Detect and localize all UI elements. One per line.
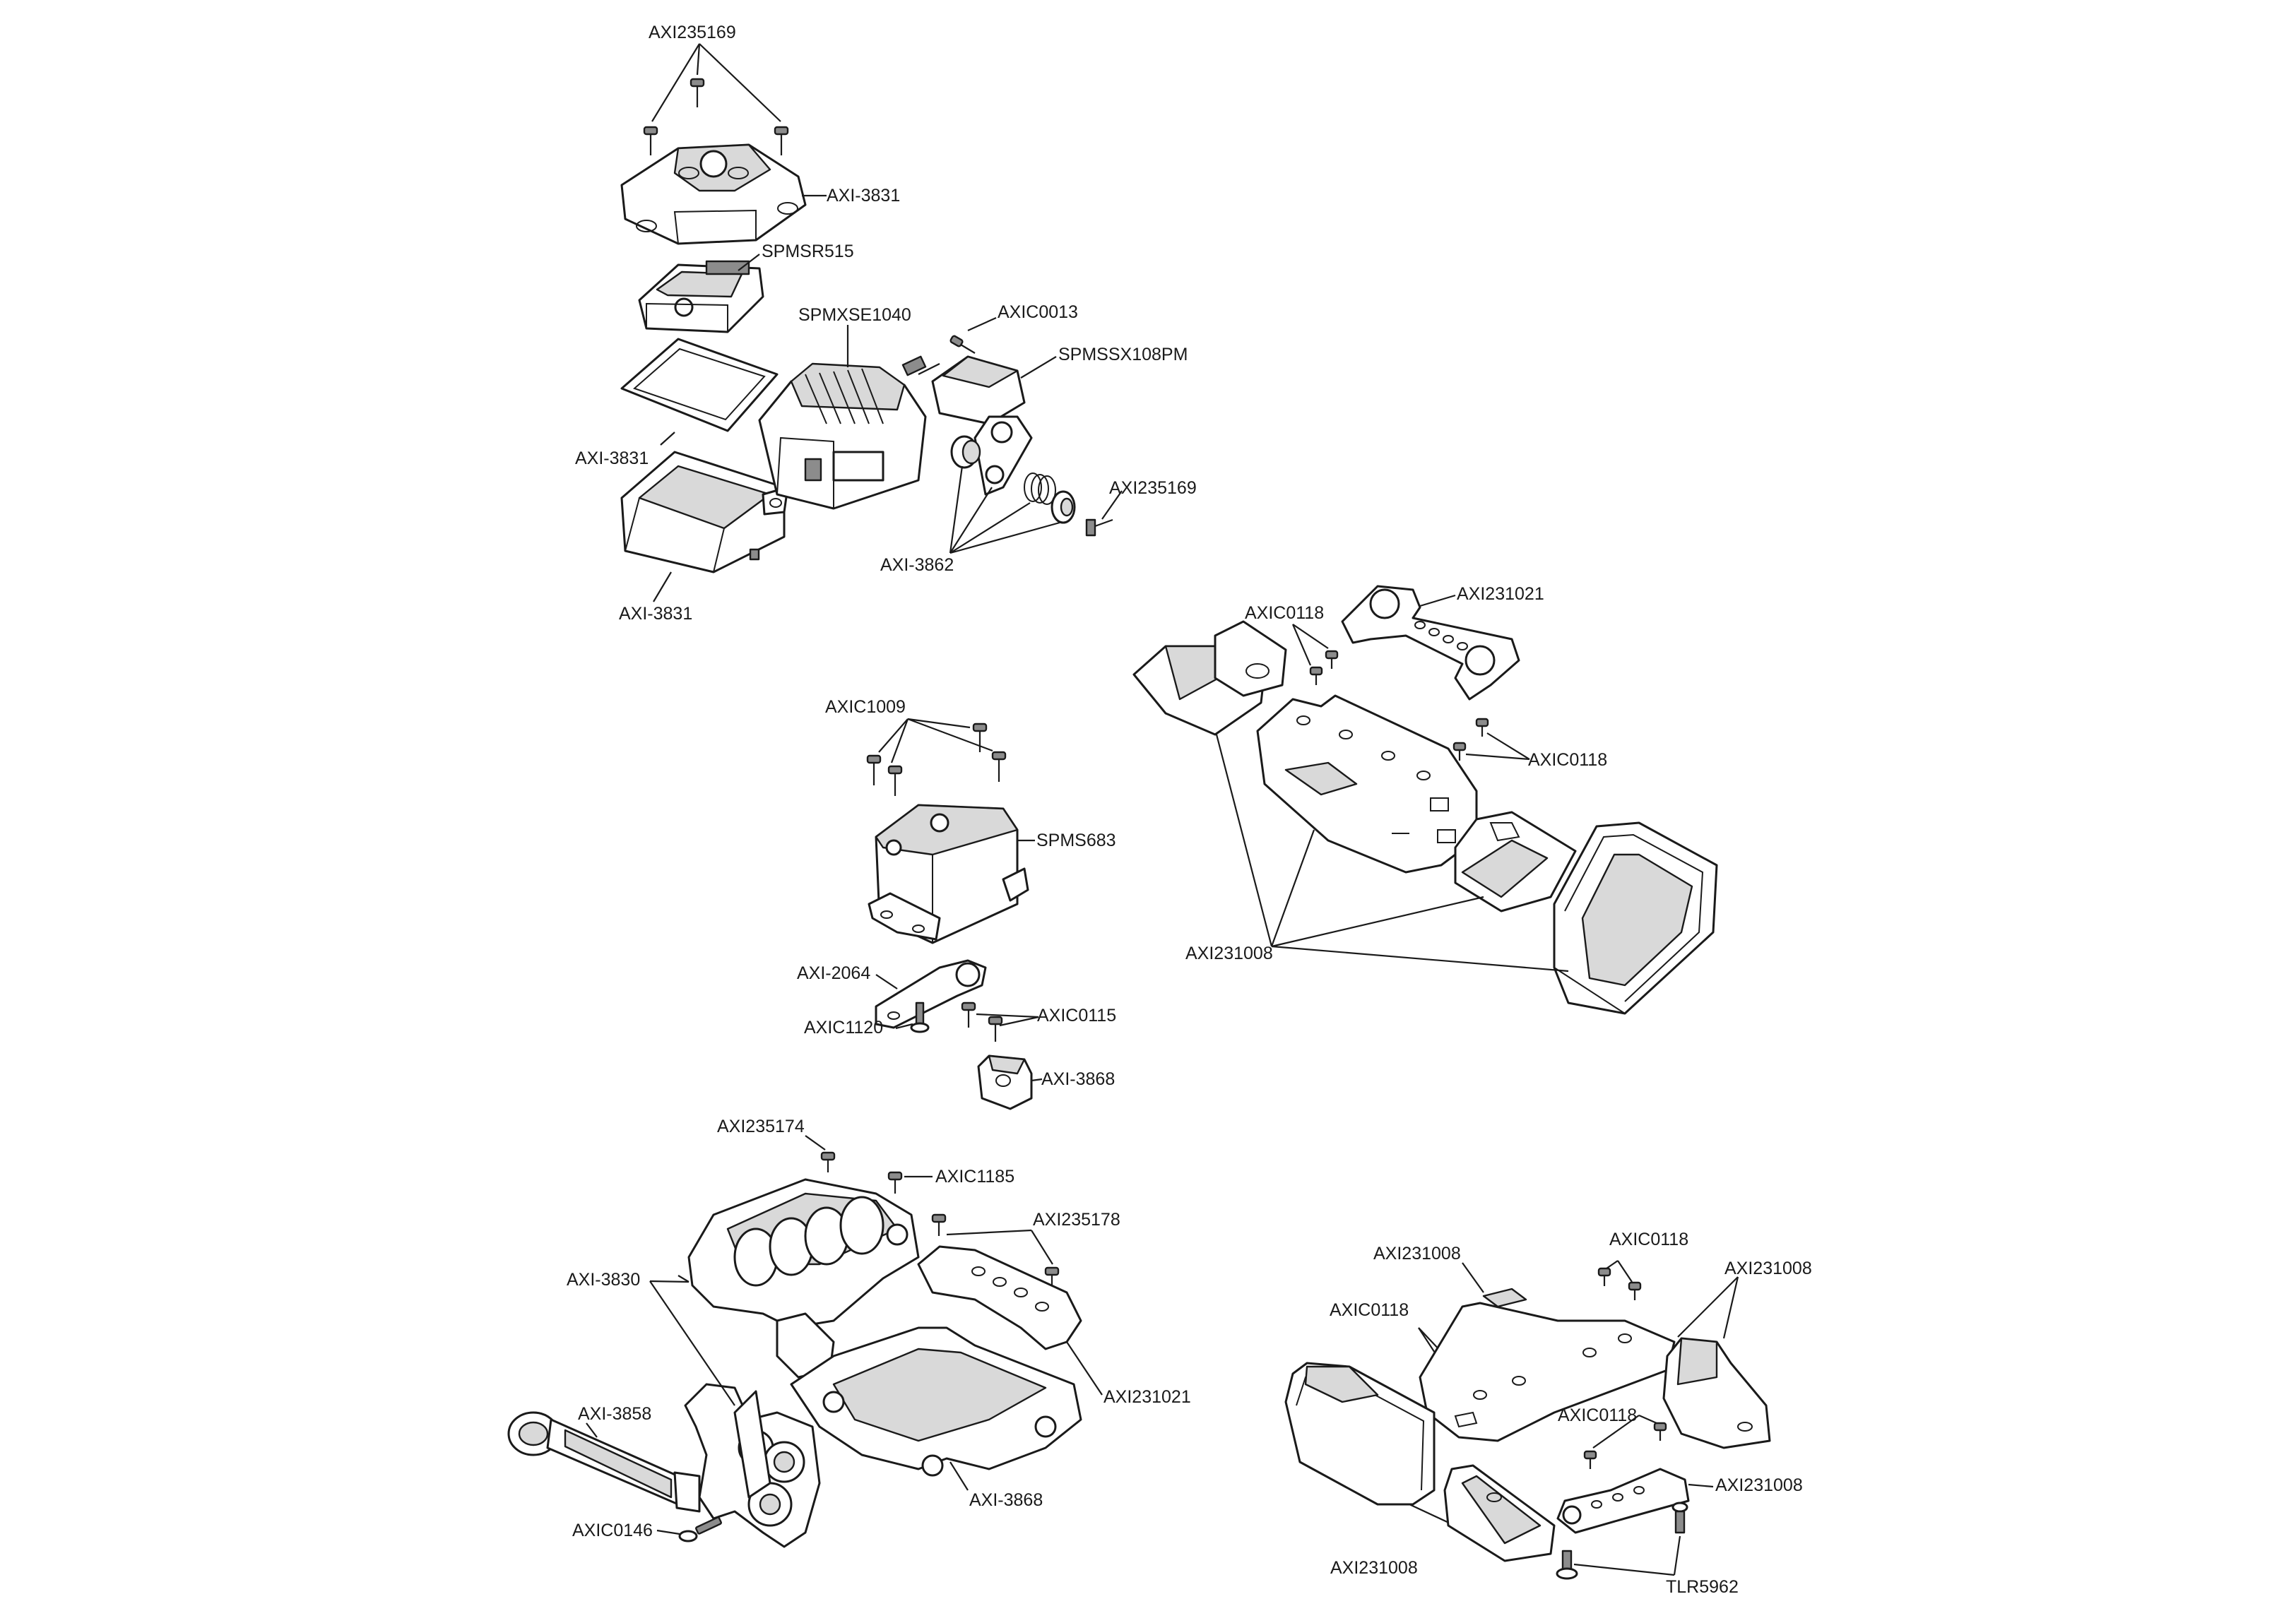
bushing-icon xyxy=(950,435,981,469)
part-label: AXIC0118 xyxy=(1245,603,1324,623)
servo-mount-bracket xyxy=(1341,585,1520,701)
part-label: AXIC1120 xyxy=(804,1018,883,1038)
rear-skid-box xyxy=(1553,821,1718,1015)
part-label: AXIC1185 xyxy=(935,1167,1014,1187)
part-label: AXI-3831 xyxy=(827,186,900,206)
part-label: AXI235178 xyxy=(1033,1210,1120,1230)
micro-servo xyxy=(901,355,1026,425)
part-label: TLR5962 xyxy=(1666,1577,1739,1597)
screw-icon xyxy=(961,1001,976,1028)
part-label: SPMSR515 xyxy=(762,242,854,261)
screw-icon xyxy=(820,1151,836,1172)
part-label: AXI235169 xyxy=(1109,478,1197,498)
part-label: AXI-3862 xyxy=(880,555,954,575)
washer-icon xyxy=(1051,490,1076,524)
screw-icon xyxy=(1597,1267,1611,1286)
servo-mount-block xyxy=(977,1054,1033,1110)
chassis-frame xyxy=(790,1326,1082,1477)
screw-icon xyxy=(972,723,988,752)
part-label: AXI-3831 xyxy=(575,448,649,468)
receiver-box-base xyxy=(620,451,789,573)
screw-icon xyxy=(991,751,1007,782)
servo-horn xyxy=(974,415,1033,496)
chassis-plate-group: AXIC0118 AXI231021 AXIC0118 AXI231008 xyxy=(1132,584,1718,1015)
part-label: AXIC0118 xyxy=(1330,1300,1409,1320)
screw-icon xyxy=(678,1516,722,1542)
screw-icon xyxy=(1325,650,1339,669)
skid-angled xyxy=(1443,1464,1556,1562)
part-label: AXIC0013 xyxy=(998,302,1078,322)
screw-icon xyxy=(690,78,705,107)
part-label: AXI231008 xyxy=(1373,1244,1461,1264)
driveshaft xyxy=(507,1411,701,1513)
engine-block xyxy=(687,1178,920,1379)
part-label: AXI-2064 xyxy=(797,963,870,983)
screw-icon xyxy=(910,1001,930,1033)
screw-icon xyxy=(931,1213,947,1236)
part-label: AXI-3831 xyxy=(619,604,692,624)
screw-icon xyxy=(1556,1550,1578,1580)
receiver-box-group: AXI235169 AXI-3831 SPMSR515 SPMXSE1040 A… xyxy=(575,23,1197,624)
part-label: AXIC0146 xyxy=(572,1521,653,1540)
screw-icon xyxy=(774,126,789,155)
screw-icon xyxy=(1583,1450,1597,1469)
receiver-box-gasket xyxy=(620,338,779,432)
part-label: AXI231021 xyxy=(1457,584,1544,604)
skid-small-right xyxy=(1662,1337,1771,1449)
part-label: AXI231008 xyxy=(1724,1259,1812,1278)
part-label: SPMS683 xyxy=(1036,831,1116,850)
screw-icon xyxy=(643,126,658,155)
screw-icon xyxy=(1671,1502,1688,1534)
part-label: AXI235169 xyxy=(649,23,736,42)
standard-servo xyxy=(868,804,1029,944)
part-label: AXI-3868 xyxy=(1041,1069,1115,1089)
part-label: AXIC0115 xyxy=(1037,1006,1116,1025)
part-label: AXIC0118 xyxy=(1609,1230,1688,1249)
receiver-box-cover xyxy=(620,143,807,245)
screw-icon xyxy=(887,1171,903,1194)
part-label: AXIC0118 xyxy=(1528,750,1607,770)
screw-icon xyxy=(1452,742,1467,761)
screw-icon xyxy=(1085,518,1113,537)
part-label: AXIC1009 xyxy=(825,697,906,717)
esc-unit xyxy=(758,362,927,510)
receiver-unit xyxy=(638,260,764,333)
part-label: SPMXSE1040 xyxy=(798,305,911,325)
rear-skid-small xyxy=(1454,811,1577,912)
part-label: AXI231008 xyxy=(1715,1475,1803,1495)
part-label: AXI-3830 xyxy=(567,1270,640,1290)
part-label: SPMSSX108PM xyxy=(1058,345,1188,364)
screw-icon xyxy=(866,754,882,785)
spring-icon xyxy=(1024,472,1056,505)
part-label: AXI-3868 xyxy=(969,1490,1043,1510)
part-label: AXI231021 xyxy=(1103,1387,1191,1407)
screw-icon xyxy=(988,1016,1003,1042)
screw-icon xyxy=(887,765,903,796)
screw-icon xyxy=(1309,666,1323,685)
servo-horn-arm xyxy=(875,959,987,1029)
lower-chassis-group: AXI231008 AXIC0118 AXI231008 AXIC0118 AX… xyxy=(1284,1230,1812,1597)
skid-box-left xyxy=(1284,1362,1436,1506)
part-label: AXI231008 xyxy=(1185,944,1273,963)
screw-icon xyxy=(1653,1422,1667,1441)
screw-icon xyxy=(1628,1281,1642,1300)
chassis-plate xyxy=(1419,1288,1676,1442)
part-label: AXI231008 xyxy=(1330,1558,1418,1578)
steering-servo-group: AXIC1009 SPMS683 AXI-2064 AXIC1120 AXIC0… xyxy=(797,697,1116,1110)
part-label: AXIC0118 xyxy=(1558,1405,1637,1425)
front-skid-left xyxy=(1132,620,1287,736)
part-label: AXI235174 xyxy=(717,1117,805,1136)
transmission-case xyxy=(684,1383,821,1548)
engine-transmission-group: AXI235174 AXIC1185 AXI235178 AXI-3830 AX… xyxy=(507,1117,1191,1548)
part-label: AXI-3858 xyxy=(578,1404,651,1424)
chassis-plate xyxy=(1256,694,1478,874)
servo-mount-bracket xyxy=(1556,1468,1690,1534)
screw-icon xyxy=(949,335,976,354)
screw-icon xyxy=(1475,718,1489,737)
